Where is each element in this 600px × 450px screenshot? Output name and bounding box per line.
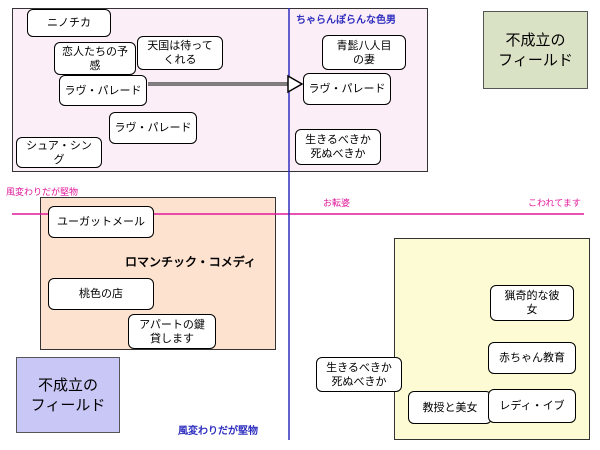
film-to-be-or-not-to-be-2: 生きるべきか 死ぬべきか (316, 357, 402, 392)
unestablished-field-bottom-left: 不成立の フィールド (16, 357, 120, 433)
left-axis-label: 風変わりだが堅物 (6, 188, 79, 198)
film-bringing-up-baby: 赤ちゃん教育 (488, 342, 576, 374)
film-ball-of-fire: 教授と美女 (408, 391, 492, 424)
film-when-harry-met-sally: 恋人たちの予 感 (54, 42, 136, 75)
film-to-be-or-not-to-be-1: 生きるべきか 死ぬべきか (295, 129, 381, 165)
film-heaven-can-wait: 天国は待って くれる (137, 36, 223, 70)
arrow-head (287, 74, 304, 94)
film-bluebeards-eighth-wife: 青髭八人目 の妻 (322, 35, 406, 70)
film-love-parade-3: ラヴ・パレード (303, 73, 391, 105)
unestablished-field-top-right: 不成立の フィールド (483, 11, 588, 89)
film-my-sassy-girl: 猟奇的な彼 女 (490, 285, 574, 321)
film-the-apartment: アパートの鍵 貸します (128, 314, 216, 349)
bottom-axis-label: 風変わりだが堅物 (178, 426, 258, 437)
film-ninotchka: ニノチカ (27, 9, 111, 37)
top-axis-label: ちゃらんぽらんな色男 (296, 15, 396, 26)
right-axis-label: こわれてます (528, 199, 581, 209)
film-shop-around-the-corner: 桃色の店 (48, 278, 154, 310)
middle-axis-label: お転婆 (323, 199, 351, 209)
film-sure-thing: シュア・シング (16, 137, 102, 168)
film-love-parade-2: ラヴ・パレード (109, 112, 197, 144)
film-youve-got-mail: ユーガットメール (48, 206, 154, 238)
film-love-parade-1: ラヴ・パレード (59, 75, 147, 106)
romantic-comedy-label: ロマンチック・コメディ (125, 255, 256, 269)
film-the-lady-eve: レディ・イブ (488, 389, 576, 423)
